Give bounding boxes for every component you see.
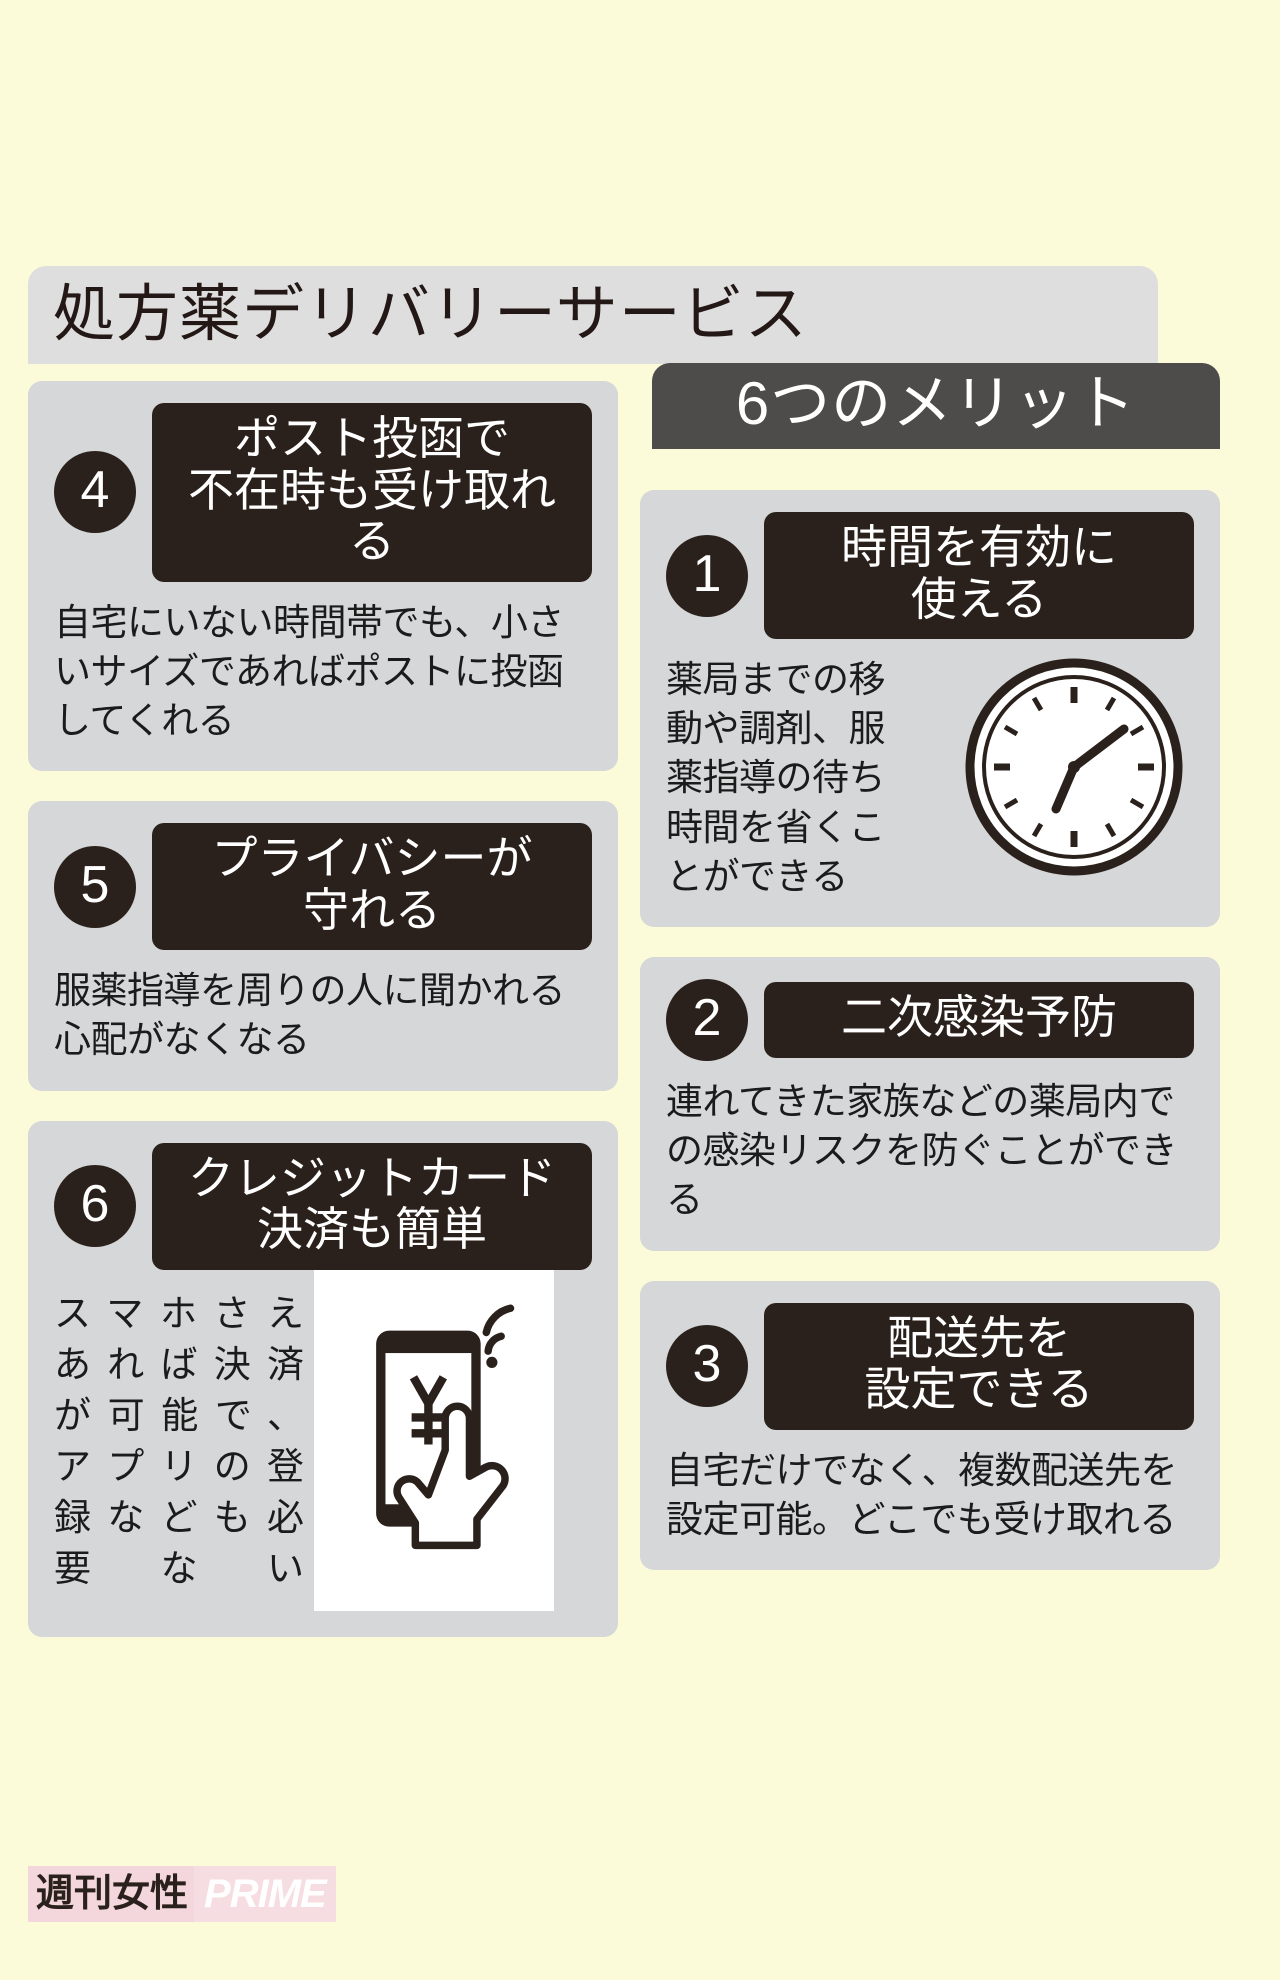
card-head: 3 配送先を 設定できる [666,1302,1194,1430]
body-line: 録なども必 [54,1496,304,1538]
headline-line-1: ポスト投函で [234,412,510,464]
benefit-card-4: 4 ポスト投函で 不在時も受け取れる 自宅にいない時間帯でも、小さいサイズであれ… [28,381,618,772]
headline-line-2: 使える [910,572,1048,625]
headline-line-2: 守れる [303,883,441,936]
benefit-card-3: 3 配送先を 設定できる 自宅だけでなく、複数配送先を設定可能。どこでも受け取れ… [640,1280,1220,1571]
page-title: 処方薬デリバリーサービス [53,280,808,349]
body-line: 薬指導の待ち [666,757,886,799]
card-headline: 二次感染予防 [764,982,1194,1058]
badge-number: 2 [666,979,748,1062]
badge-number: 5 [54,845,136,928]
card-body-text: 薬局までの移 動や調剤、服 薬指導の待ち 時間を省くこ とができる [666,655,954,901]
watermark-text-prime: PRIME [194,1866,336,1922]
watermark-text-japanese: 週刊女性 [28,1866,195,1922]
body-line: 薬局までの移 [666,659,886,701]
body-line: スマホさえ [54,1292,304,1334]
headline-line-2: 不在時も受け取れる [188,463,556,568]
headline-line-1: 配送先を [887,1311,1071,1364]
clock-icon [964,639,1194,882]
benefit-card-2: 2 二次感染予防 連れてきた家族などの薬局内での感染リスクを防ぐことができる [640,957,1220,1251]
card-body-text: 連れてきた家族などの薬局内での感染リスクを防ぐことができる [666,1081,1178,1221]
body-line: アプリの登 [54,1445,304,1487]
body-line: 要ない [54,1547,304,1589]
card-head: 2 二次感染予防 [666,979,1194,1062]
body-line: 時間を省くこ [666,806,886,848]
card-body-with-figure: 薬局までの移 動や調剤、服 薬指導の待ち 時間を省くこ とができる [666,639,1194,901]
merit-header-label: 6つのメリット [735,370,1137,437]
card-body-text: 服薬指導を周りの人に聞かれる心配がなくなる [54,970,566,1061]
body-line: が可能で、 [54,1394,304,1436]
card-headline: クレジットカード 決済も簡単 [152,1142,592,1270]
headline-line-1: 時間を有効に [841,521,1117,573]
card-head: 4 ポスト投函で 不在時も受け取れる [54,403,592,582]
card-headline: 配送先を 設定できる [764,1302,1194,1430]
left-column: 4 ポスト投函で 不在時も受け取れる 自宅にいない時間帯でも、小さいサイズであれ… [28,381,618,1667]
card-headline: 時間を有効に 使える [764,512,1194,640]
card-body-with-figure: スマホさえ あれば決済 が可能で、 アプリの登 録なども必 要ない [54,1269,592,1611]
smartphone-payment-icon [314,1269,554,1611]
badge-number: 1 [666,534,748,617]
merit-header-bar: 6つのメリット [652,363,1220,449]
benefit-card-6: 6 クレジットカード 決済も簡単 スマホさえ あれば決済 が可能で、 アプリの登… [28,1120,618,1637]
title-banner: 処方薬デリバリーサービス [28,266,1158,364]
card-body-text: 自宅だけでなく、複数配送先を設定可能。どこでも受け取れる [666,1449,1178,1540]
body-line: 動や調剤、服 [666,708,886,750]
headline-line-1: クレジットカード [188,1151,556,1204]
body-line: あれば決済 [54,1343,304,1385]
clock-svg [965,658,1183,876]
right-column: 1 時間を有効に 使える 薬局までの移 動や調剤、服 薬指導の待ち 時間を省くこ… [640,490,1220,1600]
badge-number: 6 [54,1165,136,1248]
card-head: 6 クレジットカード 決済も簡単 [54,1142,592,1270]
body-line: とができる [666,855,848,897]
card-body-text: 自宅にいない時間帯でも、小さいサイズであればポストに投函してくれる [54,601,564,741]
card-head: 5 プライバシーが 守れる [54,823,592,951]
card-head: 1 時間を有効に 使える [666,512,1194,640]
card-body-text: スマホさえ あれば決済 が可能で、 アプリの登 録なども必 要ない [54,1288,304,1594]
badge-number: 4 [54,451,136,534]
smartphone-payment-svg [325,1287,543,1588]
benefit-card-5: 5 プライバシーが 守れる 服薬指導を周りの人に聞かれる心配がなくなる [28,801,618,1091]
card-headline: ポスト投函で 不在時も受け取れる [152,403,592,582]
watermark-logo: 週刊女性 PRIME [28,1866,336,1922]
headline-line-2: 設定できる [864,1363,1094,1416]
card-headline: プライバシーが 守れる [152,823,592,951]
benefit-card-1: 1 時間を有効に 使える 薬局までの移 動や調剤、服 薬指導の待ち 時間を省くこ… [640,490,1220,928]
headline-line-1: プライバシーが [211,832,533,885]
badge-number: 3 [666,1325,748,1408]
headline-line-1: 二次感染予防 [841,991,1117,1044]
headline-line-2: 決済も簡単 [257,1203,487,1256]
